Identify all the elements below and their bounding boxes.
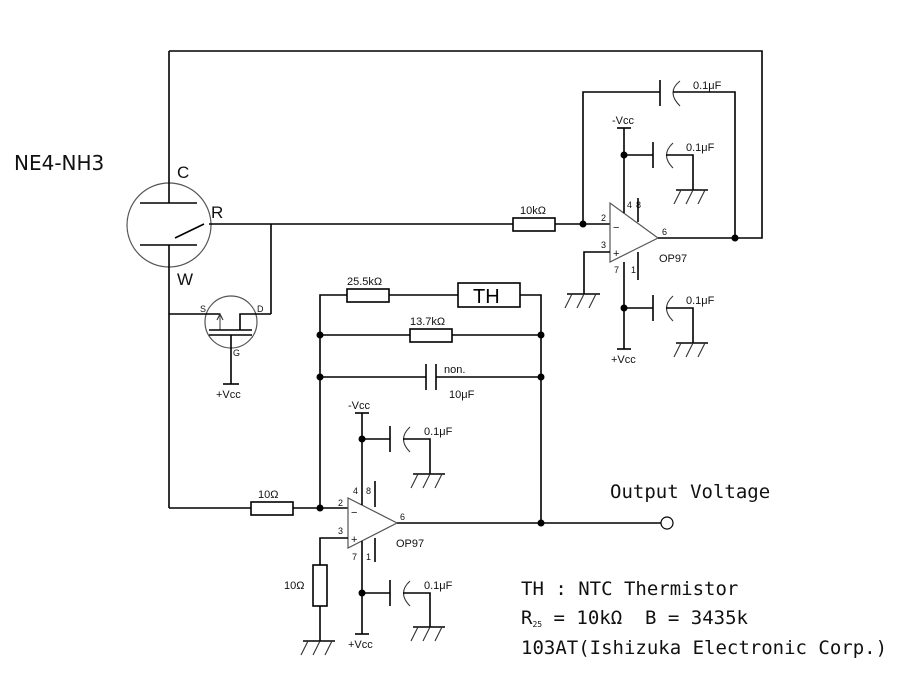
upper-pin6: 6 [662,227,667,237]
note-line-3: 103AT(Ishizuka Electronic Corp.) [521,637,887,659]
terminal-c-label: C [177,163,189,182]
upper-pin7: 7 [614,265,619,275]
mosfet-switch: S D G +Vcc [169,295,271,401]
upper-feedback-cap-plate2 [672,80,681,107]
gas-sensor: NE4-NH3 C R W [14,51,223,508]
ground-icon [564,293,597,309]
lower-pin6: 6 [400,512,405,522]
lower-cap-label: 10μF [449,389,475,401]
note-r-subscript: 25 [532,620,542,629]
upper-opamp-noninv-symbol: + [613,248,619,260]
lower-cap-type-label: non. [444,364,465,376]
drain-label: D [257,304,264,314]
upper-pos-cap-label: 0.1μF [686,295,715,307]
note-line-2: R25 = 10kΩ B = 3435k [521,607,749,629]
upper-pos-cap-ground-wire [666,307,694,343]
lower-opamp-part: OP97 [396,538,424,550]
upper-neg-supply-label: -Vcc [612,115,635,127]
upper-feedback-wire-left [582,91,660,224]
upper-opamp-inv-symbol: − [613,222,619,234]
junction [316,331,324,339]
lower-pos-cap-label: 0.1μF [424,580,453,592]
upper-output-junction [731,234,739,242]
lower-series-resistor-label: 25.5kΩ [347,276,382,288]
source-arrow-icon [216,312,224,321]
lower-neg-cap-ground-wire [403,438,431,474]
lower-feedback-right-rail [520,294,542,523]
lower-opamp [347,497,399,549]
lower-feedback-left-rail [319,294,347,508]
drain-stub [239,313,271,330]
lower-input-resistor [250,501,294,516]
lower-opamp-inv-symbol: − [351,507,357,519]
upper-neg-cap-label: 0.1μF [686,142,715,154]
upper-pin2: 2 [601,213,606,223]
thermistor-notes: TH : NTC Thermistor R25 = 10kΩ B = 3435k… [521,578,887,659]
lower-pin7: 7 [352,552,357,562]
note-r-values: = 10kΩ B = 3435k [542,607,748,629]
ground-icon [300,640,333,656]
lower-noninv-wire [319,537,348,565]
lower-parallel-resistor-label: 13.7kΩ [410,316,445,328]
upper-input-resistor [512,217,556,232]
terminal-r-label: R [211,203,223,222]
lower-series-resistor [346,288,390,303]
junction [537,373,545,381]
lower-bias-resistor [312,564,328,607]
upper-stage: 10kΩ 0.1μF − + 2 3 6 4 8 7 1 OP97 -V [512,80,739,366]
upper-pin3: 3 [601,240,606,250]
upper-pin4: 4 [627,200,632,210]
lower-parallel-resistor [409,328,453,343]
note-r-symbol: R [521,607,533,629]
terminal-w-label: W [177,270,193,289]
lower-neg-cap-label: 0.1μF [424,426,453,438]
junction [316,373,324,381]
upper-pin1: 1 [631,265,636,275]
gate-supply-label: +Vcc [216,389,241,401]
note-line-1: TH : NTC Thermistor [521,578,738,600]
ground-icon [673,342,706,358]
upper-input-resistor-label: 10kΩ [520,205,546,217]
lower-pin2: 2 [338,498,343,508]
output-terminal[interactable] [660,516,674,530]
lower-opamp-noninv-symbol: + [351,534,357,546]
lower-input-resistor-label: 10Ω [258,489,278,501]
lower-pos-supply-label: +Vcc [348,639,373,651]
upper-feedback-wire-right [673,91,736,238]
lower-pin4: 4 [353,486,358,496]
source-label: S [200,304,206,314]
lower-stage: 25.5kΩ TH 13.7kΩ non. 10μF 10Ω − + 2 3 6… [169,276,662,656]
lower-bias-resistor-label: 10Ω [284,580,304,592]
lower-inv-junction [316,504,324,512]
ground-icon [410,626,443,642]
lower-neg-supply-label: -Vcc [348,400,371,412]
upper-pos-supply-label: +Vcc [611,354,636,366]
counter-feedback-wire [169,50,763,239]
upper-feedback-cap-label: 0.1μF [693,80,722,92]
lower-pos-cap-ground-wire [403,592,431,627]
lower-pin8: 8 [366,486,371,496]
lower-pin1: 1 [366,552,371,562]
gate-label: G [233,348,240,358]
lower-output-junction [537,519,545,527]
ground-icon [410,473,443,489]
reference-electrode [174,223,205,239]
thermistor-label: TH [473,286,500,308]
sensor-name: NE4-NH3 [14,151,104,175]
lower-pin3: 3 [338,526,343,536]
output-label: Output Voltage [610,481,770,503]
upper-opamp-part: OP97 [659,253,687,265]
upper-opamp [609,201,660,263]
ground-icon [673,189,706,205]
upper-neg-cap-ground-wire [666,154,694,190]
upper-noninv-wire [583,251,610,294]
junction [537,331,545,339]
